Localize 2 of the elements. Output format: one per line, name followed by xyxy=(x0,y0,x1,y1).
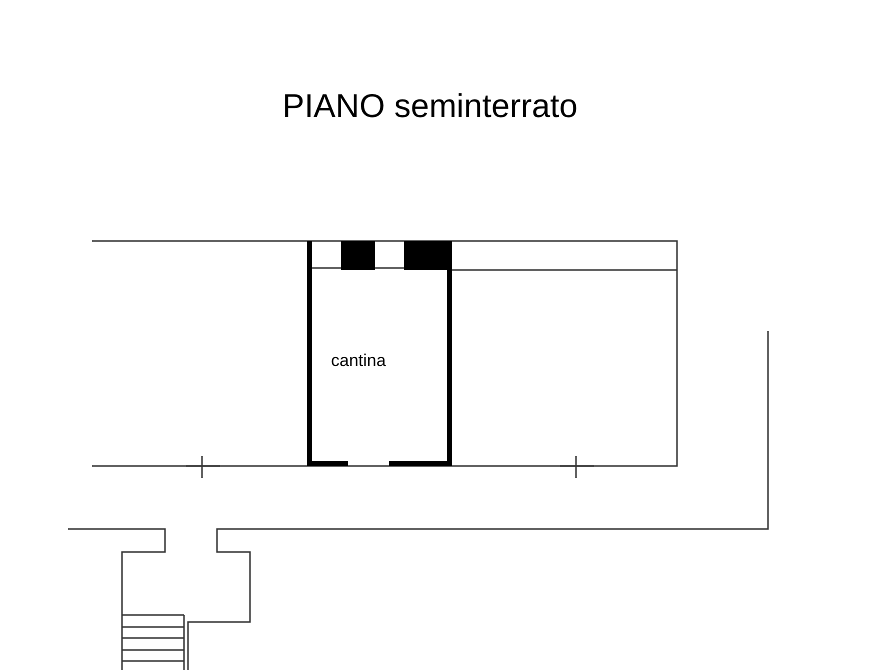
plan-title: PIANO seminterrato xyxy=(281,86,579,126)
room-label: cantina xyxy=(331,351,386,371)
